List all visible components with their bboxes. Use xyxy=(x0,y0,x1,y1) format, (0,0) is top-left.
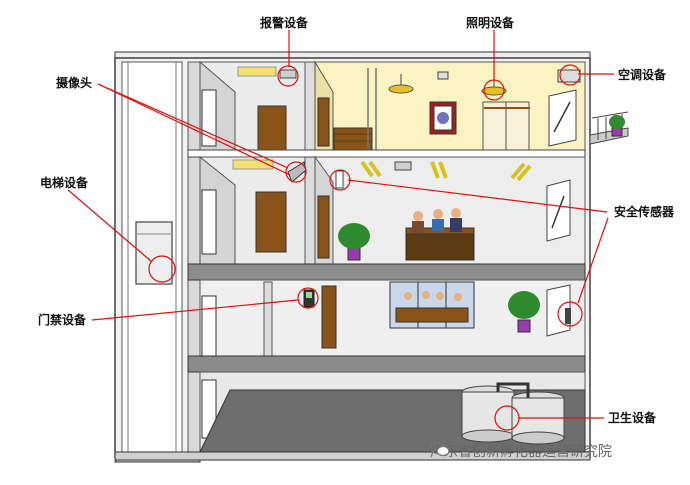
security-sensor-icon xyxy=(335,170,344,189)
elevator-shaft xyxy=(121,61,183,453)
access-control-icon xyxy=(303,289,315,308)
sanitary-device-label: 卫生设备 xyxy=(608,411,657,425)
lighting-device-label: 照明设备 xyxy=(466,16,515,30)
floor-slab xyxy=(187,263,586,281)
callouts xyxy=(67,30,614,431)
ceiling-light-icon xyxy=(388,84,414,94)
access-callout-line xyxy=(91,299,299,321)
watermark-text: 广东省创新孵化器运营研究院 xyxy=(430,444,612,460)
door xyxy=(257,105,287,151)
aircon-device-label: 空调设备 xyxy=(618,68,667,82)
camera-label: 摄像头 xyxy=(56,76,93,90)
floor-slab xyxy=(187,355,586,373)
security-sensor-label: 安全传感器 xyxy=(614,205,675,219)
access-control-label: 门禁设备 xyxy=(38,313,87,327)
sensor-callout-circle-1 xyxy=(329,169,351,191)
door xyxy=(321,285,337,349)
elevator-device-label: 电梯设备 xyxy=(40,176,89,190)
aircon-callout-circle xyxy=(559,64,581,86)
plant-pot xyxy=(517,319,531,333)
camera-callout-circle xyxy=(285,161,307,183)
third-floor xyxy=(199,155,586,273)
lighting-callout-circle xyxy=(483,79,505,101)
wechat-icon xyxy=(430,441,450,457)
elevator-callout-line xyxy=(67,189,153,263)
sanitary-callout-circle xyxy=(494,405,520,431)
balcony xyxy=(589,111,629,145)
top-floor-right-room xyxy=(314,60,586,151)
meeting-table xyxy=(405,229,475,261)
camera-callout-line xyxy=(97,83,289,169)
alarm-device-icon xyxy=(279,69,297,79)
camera-callout-line-2 xyxy=(97,83,291,176)
elevator-callout-circle xyxy=(148,255,176,283)
watermark: 广东省创新孵化器运营研究院 xyxy=(430,441,612,461)
alarm-callout-circle xyxy=(277,65,299,87)
top-floor-left-room xyxy=(199,60,306,151)
ground-floor xyxy=(114,371,591,463)
security-sensor-icon xyxy=(565,308,571,324)
access-callout-circle xyxy=(297,287,319,309)
sensor-callout-line-2 xyxy=(577,217,609,304)
door xyxy=(255,191,287,253)
alarm-device-label: 报警设备 xyxy=(260,16,309,30)
plant-pot xyxy=(347,247,361,261)
sensor-callout-circle-2 xyxy=(557,301,583,327)
sensor-callout-line-1 xyxy=(347,179,608,213)
